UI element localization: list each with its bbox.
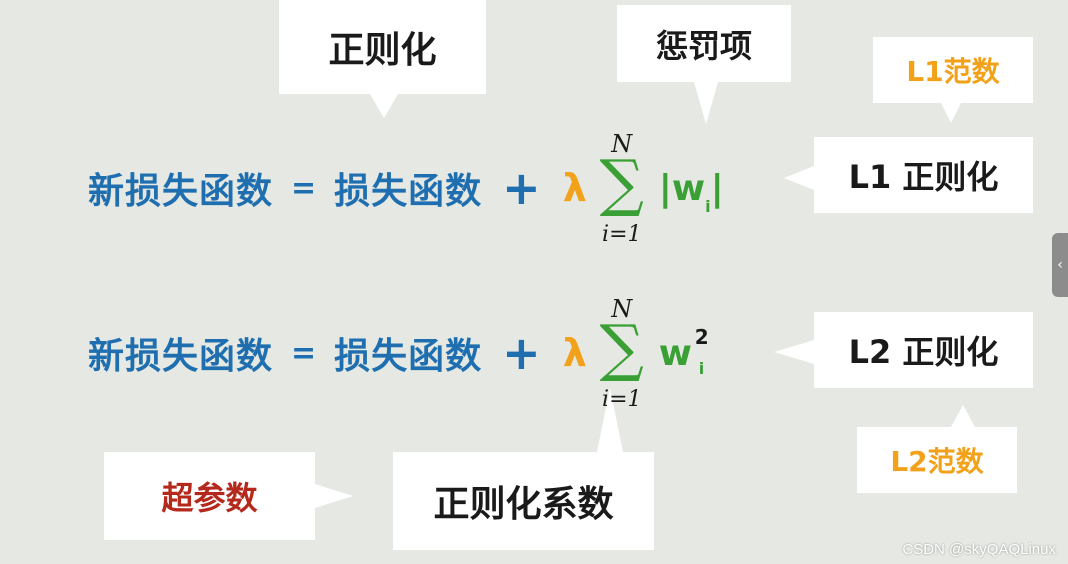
formula-l1-plus: +	[502, 161, 541, 215]
formula-l1-term-close: |	[710, 167, 724, 209]
formula-l1-new-loss: 新损失函数	[88, 171, 274, 212]
callout-regularization: 正则化	[279, 0, 486, 94]
formula-l2-plus: +	[502, 326, 541, 380]
watermark: CSDN @skyQAQLinux	[902, 541, 1056, 558]
callout-l2-regularization-pointer	[774, 340, 814, 364]
callout-l1-regularization-pointer	[784, 166, 814, 190]
callout-l1-regularization-label: L1 正则化	[848, 158, 999, 196]
formula-l2-equals: =	[291, 335, 317, 371]
callout-l1-norm-pointer	[941, 103, 961, 123]
formula-l2-term-sub: i	[698, 358, 705, 378]
callout-l2-norm-label: L2范数	[890, 445, 984, 478]
formula-l1-equals: =	[291, 170, 317, 206]
callout-penalty-term: 惩罚项	[617, 5, 791, 82]
callout-penalty-term-pointer	[694, 82, 718, 124]
callout-l2-norm: L2范数	[857, 427, 1017, 493]
formula-l1-term-sub: i	[705, 196, 711, 216]
formula-l2-new-loss: 新损失函数	[88, 336, 274, 377]
formula-l2-sum-symbol: ∑	[599, 311, 644, 384]
formula-l2-sum-lower: i=1	[602, 387, 642, 412]
formula-l2-lambda: λ	[562, 331, 587, 375]
formula-l1-term: |wi|	[658, 167, 724, 216]
formula-l1-loss: 损失函数	[334, 171, 483, 212]
formula-l2-loss: 损失函数	[334, 336, 483, 377]
callout-hyperparameter: 超参数	[104, 452, 315, 540]
formula-l2-term-main: w	[658, 332, 693, 374]
callout-regularization-coefficient-pointer	[597, 388, 623, 452]
formula-l2-summation: N ∑ i=1	[591, 293, 653, 413]
chevron-left-icon: ‹	[1057, 257, 1063, 273]
formula-l1: 新损失函数 = 损失函数 + λ N ∑ i=1 |wi|	[88, 128, 724, 248]
formula-l2-term-sup: 2	[694, 324, 709, 349]
formula-l1-summation: N ∑ i=1	[591, 128, 653, 248]
callout-l2-regularization: L2 正则化	[814, 312, 1033, 388]
callout-l1-norm: L1范数	[873, 37, 1033, 103]
formula-l2-sum-upper: N	[611, 295, 633, 323]
callout-regularization-pointer	[370, 94, 398, 118]
callout-l1-norm-label: L1范数	[906, 55, 1000, 88]
formula-l1-lambda: λ	[562, 166, 587, 210]
callout-hyperparameter-pointer	[315, 484, 353, 508]
formula-l1-sum-lower: i=1	[602, 222, 642, 247]
side-panel-toggle[interactable]: ‹	[1052, 233, 1068, 297]
formula-l1-term-main: |w	[658, 167, 706, 209]
callout-penalty-term-label: 惩罚项	[655, 26, 752, 65]
callout-regularization-label: 正则化	[328, 30, 437, 71]
callout-hyperparameter-label: 超参数	[161, 479, 258, 517]
callout-regularization-coefficient-label: 正则化系数	[433, 484, 614, 525]
callout-l2-regularization-label: L2 正则化	[848, 333, 999, 371]
formula-l1-sum-upper: N	[611, 130, 633, 158]
callout-regularization-coefficient: 正则化系数	[393, 452, 654, 550]
callout-l1-regularization: L1 正则化	[814, 137, 1033, 213]
callout-l2-norm-pointer	[951, 405, 975, 427]
formula-l1-sum-symbol: ∑	[599, 146, 644, 219]
